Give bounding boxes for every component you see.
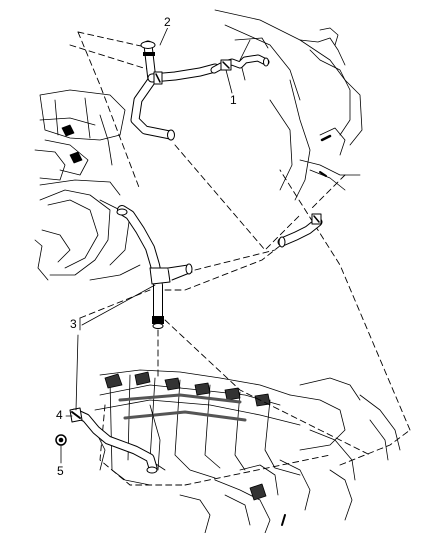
heater-hose-lower (116, 205, 193, 329)
callout-4: 4 (55, 408, 64, 422)
grommet (55, 434, 67, 446)
heater-hose-right (277, 213, 323, 248)
clamp-icon (210, 54, 270, 74)
heater-hose-upper (130, 40, 220, 141)
leader-lines (60, 26, 233, 464)
callout-5: 5 (56, 464, 65, 478)
reference-lines (69, 31, 411, 486)
hose-fitting (69, 407, 158, 474)
callout-1: 1 (229, 93, 238, 107)
engine-lower (94, 369, 401, 533)
callout-3: 3 (69, 317, 78, 331)
engine-bay-upper-right (214, 9, 363, 201)
callout-2: 2 (163, 15, 172, 29)
engine-bay-upper-left (34, 89, 141, 281)
